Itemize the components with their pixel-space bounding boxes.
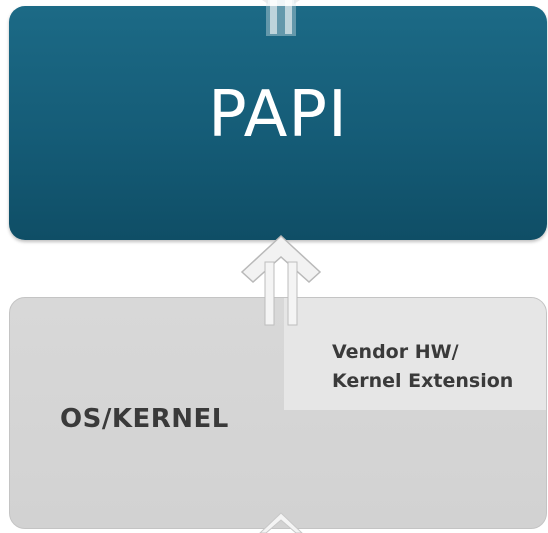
vendor-extension-label: Vendor HW/ Kernel Extension: [332, 341, 514, 392]
os-kernel-box: Vendor HW/ Kernel Extension OS/KERNEL: [9, 297, 547, 529]
papi-box: PAPI: [9, 6, 547, 240]
papi-label: PAPI: [208, 78, 348, 152]
os-kernel-label: OS/KERNEL: [60, 404, 229, 434]
vendor-extension-box: Vendor HW/ Kernel Extension: [284, 298, 546, 410]
